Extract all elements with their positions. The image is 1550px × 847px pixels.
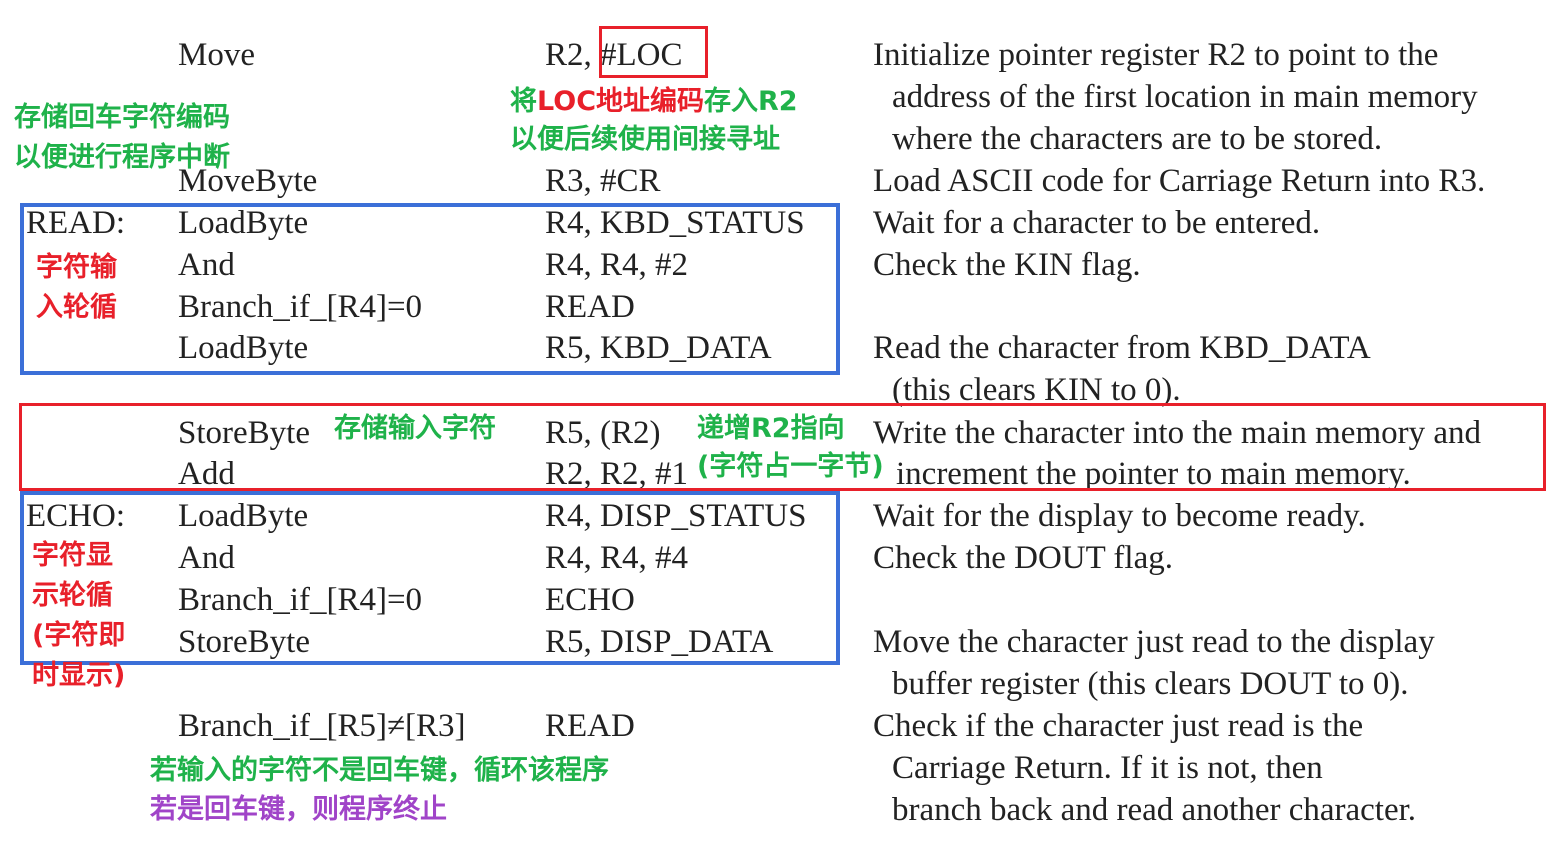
read-loop-box [20,203,840,375]
instruction-add: Add [178,456,235,492]
annotation-store-input: 存储输入字符 [334,413,496,444]
comment-loadbyte-data-line2: (this clears KIN to 0). [892,372,1181,408]
label-read: READ: [26,205,125,241]
operands-and-kin: R4, R4, #2 [545,247,689,283]
annotation-loop-if-not-cr: 若输入的字符不是回车键，循环该程序 [150,755,609,786]
comment-move-line3: where the characters are to be stored. [892,121,1383,157]
annotation-store-cr-line1: 存储回车字符编码 [14,102,230,133]
comment-loadbyte-data-line1: Read the character from KBD_DATA [873,330,1371,366]
comment-move-line2: address of the first location in main me… [892,79,1478,115]
comment-and-dout: Check the DOUT flag. [873,540,1173,576]
operands-loadbyte-data: R5, KBD_DATA [545,330,772,366]
annotation-loc-address-line2: 以便后续使用间接寻址 [510,124,780,155]
annotation-increment-line2: (字符占一字节) [697,451,884,482]
operands-movebyte: R3, #CR [545,163,661,199]
operands-storebyte-mem: R5, (R2) [545,415,661,451]
annotation-loc-address-line1: 将LOC地址编码存入R2 [510,82,798,122]
instruction-storebyte-disp: StoreByte [178,624,310,660]
comment-branch-cr-line2: Carriage Return. If it is not, then [892,750,1323,786]
operands-loadbyte-disp: R4, DISP_STATUS [545,498,807,534]
annotation-display-loop-line2: 示轮循 [32,580,113,611]
annotation-display-loop-line4: 时显示) [32,660,126,691]
label-echo: ECHO: [26,498,125,534]
operand-r2: R2, [545,37,601,73]
instruction-and-dout: And [178,540,235,576]
comment-movebyte: Load ASCII code for Carriage Return into… [873,163,1486,199]
comment-storebyte-disp-line2: buffer register (this clears DOUT to 0). [892,666,1409,702]
instruction-loadbyte-status: LoadByte [178,205,309,241]
instruction-move: Move [178,37,255,73]
instruction-storebyte-mem: StoreByte [178,415,310,451]
instruction-branch-echo: Branch_if_[R4]=0 [178,582,423,618]
operands-and-dout: R4, R4, #4 [545,540,689,576]
annotation-loc-part2: LOC地址编码 [537,86,705,117]
instruction-loadbyte-disp: LoadByte [178,498,309,534]
comment-add: increment the pointer to main memory. [896,456,1411,492]
store-increment-box [19,403,1546,491]
operands-branch-cr: READ [545,708,635,744]
operands-storebyte-disp: R5, DISP_DATA [545,624,774,660]
annotation-end-if-cr: 若是回车键，则程序终止 [150,794,447,825]
annotation-loc-part3: 存入R2 [704,86,798,117]
annotation-loc-part1: 将 [510,86,537,117]
annotation-display-loop-line1: 字符显 [32,540,113,571]
operands-loadbyte-status: R4, KBD_STATUS [545,205,805,241]
annotation-increment-line1: 递增R2指向 [697,413,845,444]
operands-move: R2, #LOC [545,35,683,75]
annotation-store-cr-line2: 以便进行程序中断 [14,142,230,173]
operand-loc: #LOC [600,37,683,73]
comment-move-line1: Initialize pointer register R2 to point … [873,37,1439,73]
instruction-loadbyte-data: LoadByte [178,330,309,366]
comment-loadbyte-disp: Wait for the display to become ready. [873,498,1366,534]
annotation-input-loop-line2: 入轮循 [36,292,117,323]
instruction-branch-read: Branch_if_[R4]=0 [178,289,423,325]
loc-highlight-box [599,26,708,78]
instruction-movebyte: MoveByte [178,163,318,199]
operands-branch-read: READ [545,289,635,325]
annotation-display-loop-line3: (字符即 [32,620,126,651]
comment-storebyte-mem: Write the character into the main memory… [873,415,1482,451]
operands-branch-echo: ECHO [545,582,635,618]
operands-add: R2, R2, #1 [545,456,689,492]
comment-and-kin: Check the KIN flag. [873,247,1141,283]
comment-branch-cr-line3: branch back and read another character. [892,792,1417,828]
comment-loadbyte-status: Wait for a character to be entered. [873,205,1321,241]
comment-storebyte-disp-line1: Move the character just read to the disp… [873,624,1435,660]
annotation-input-loop-line1: 字符输 [36,252,117,283]
comment-branch-cr-line1: Check if the character just read is the [873,708,1364,744]
instruction-and-kin: And [178,247,235,283]
echo-loop-box [20,491,840,665]
instruction-branch-cr: Branch_if_[R5]≠[R3] [178,708,466,744]
